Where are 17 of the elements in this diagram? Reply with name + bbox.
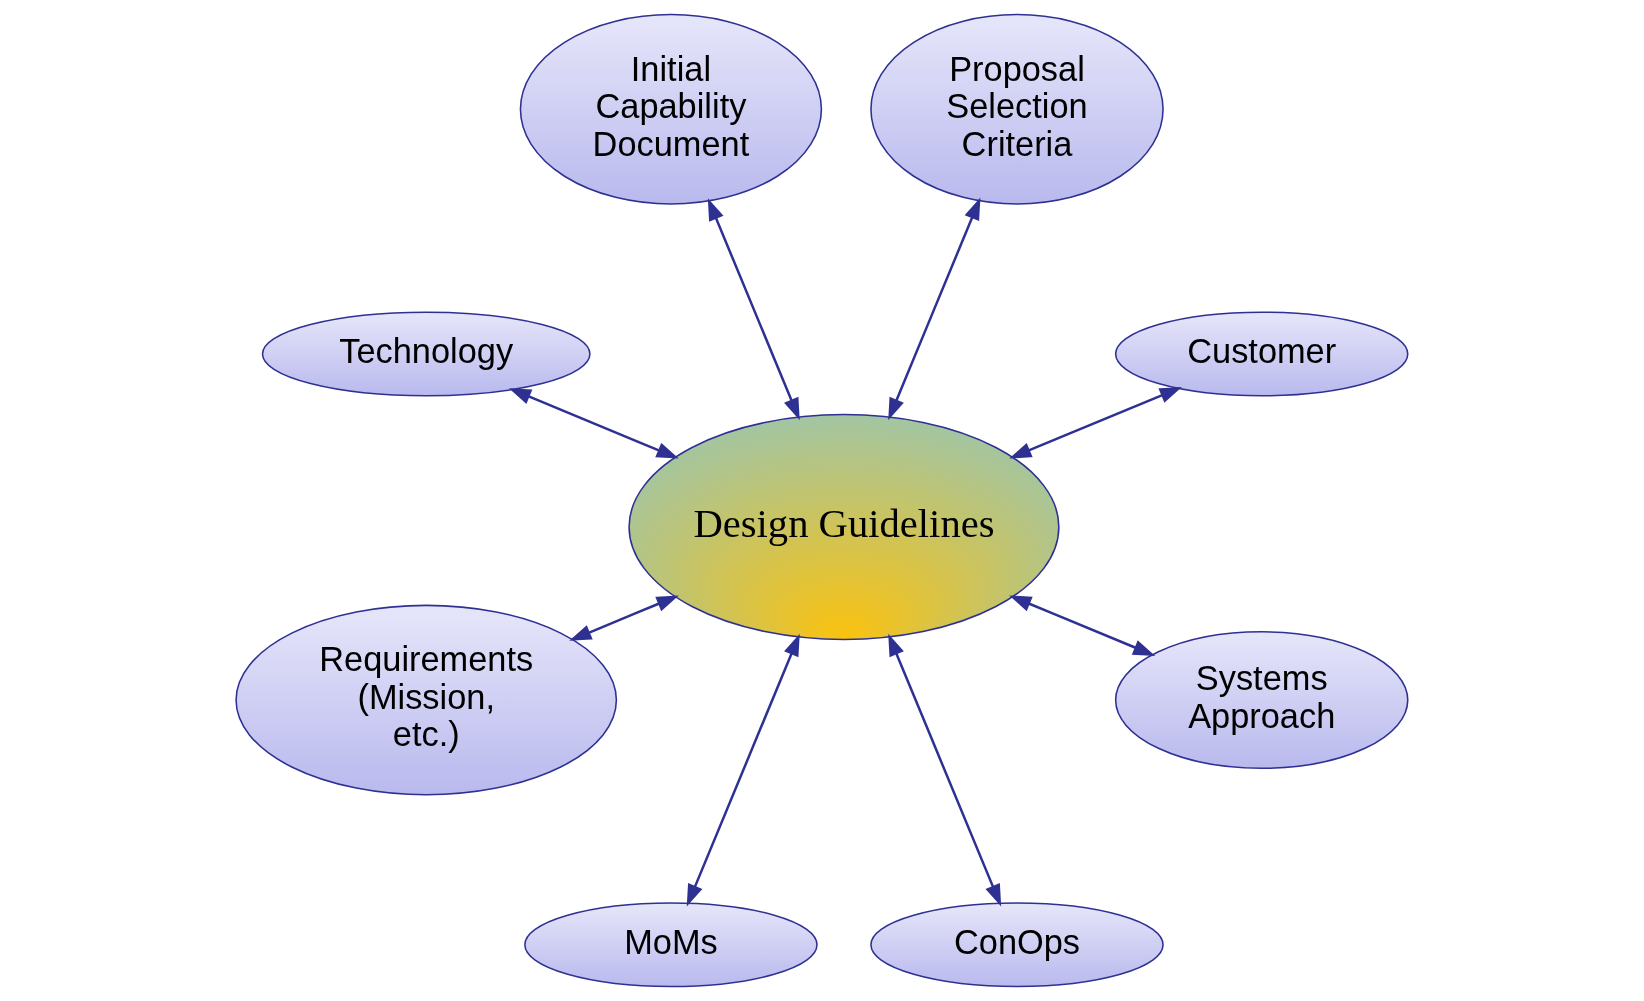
node-ellipse: Proposal Selection Criteria bbox=[870, 13, 1164, 205]
arrow bbox=[569, 595, 679, 641]
node-ellipse: Initial Capability Document bbox=[519, 13, 823, 205]
node-ellipse: Systems Approach bbox=[1114, 631, 1409, 770]
node-ellipse: Customer bbox=[1114, 311, 1409, 397]
node-ellipse: ConOps bbox=[870, 902, 1164, 988]
arrow bbox=[707, 198, 800, 421]
arrow bbox=[1009, 595, 1156, 656]
node-ellipse: Design Guidelines bbox=[628, 413, 1060, 641]
arrow bbox=[1009, 387, 1182, 459]
arrow bbox=[508, 388, 679, 459]
arrow bbox=[686, 633, 800, 907]
node-ellipse: Technology bbox=[261, 311, 591, 397]
node-ellipse: Requirements (Mission, etc.) bbox=[235, 604, 618, 796]
arrow bbox=[888, 633, 1002, 907]
arrow bbox=[888, 197, 981, 421]
node-ellipse: MoMs bbox=[524, 902, 818, 988]
